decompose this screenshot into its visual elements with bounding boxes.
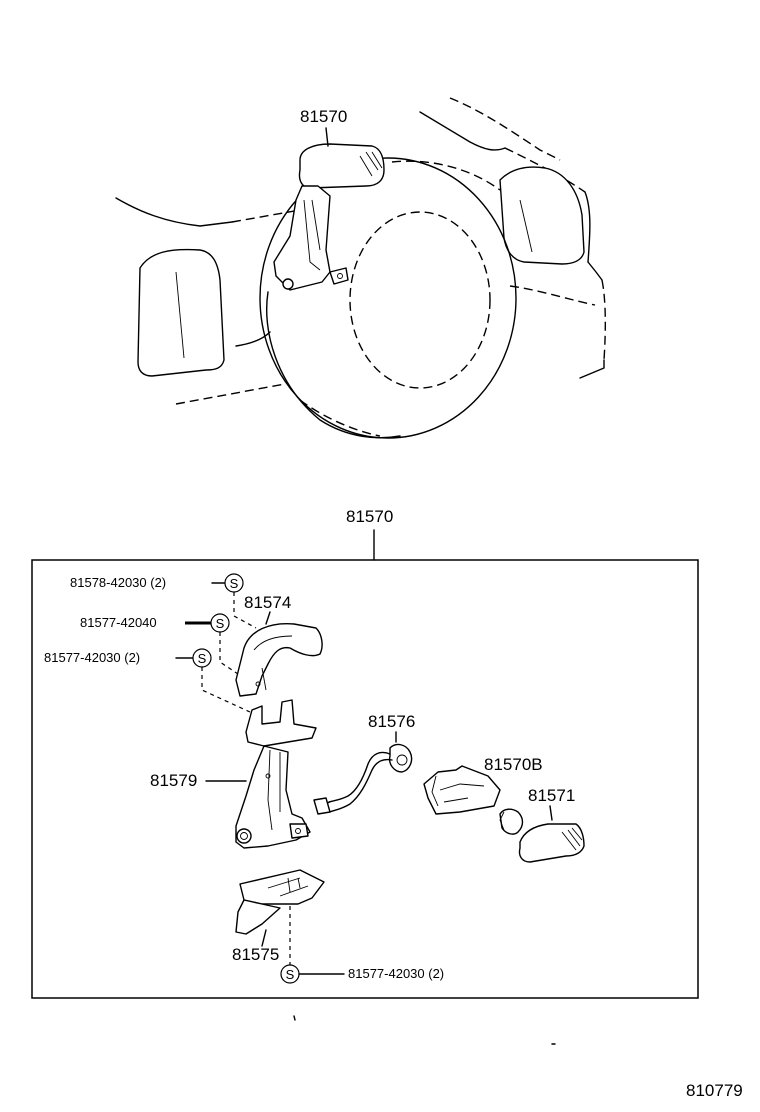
lower-cover-81575 <box>235 869 325 935</box>
assembly-frame <box>31 559 699 999</box>
part-label-81578-42030: 81578-42030 (2) <box>70 575 166 590</box>
screw-symbol-1: S <box>224 573 244 593</box>
part-label-81575: 81575 <box>232 945 279 964</box>
assembly-label: 81570 <box>346 507 393 526</box>
part-label-81570B: 81570B <box>484 755 543 774</box>
overview-assembly-label: 81570 <box>300 107 347 126</box>
part-label-81577-42040: 81577-42040 <box>80 615 157 630</box>
lens-81571 <box>518 823 585 863</box>
cover-81574 <box>235 623 323 697</box>
bulb <box>499 808 524 835</box>
svg-text:S: S <box>198 651 207 666</box>
part-label-81574: 81574 <box>244 593 291 612</box>
bracket-81579 <box>235 699 317 849</box>
socket-wire-81576 <box>313 743 413 815</box>
part-label-81577-42030-bottom: 81577-42030 (2) <box>348 966 444 981</box>
part-label-81576: 81576 <box>368 712 415 731</box>
screw-symbol-3: S <box>192 648 212 668</box>
svg-text:S: S <box>286 967 295 982</box>
part-label-81579: 81579 <box>150 771 197 790</box>
svg-text:S: S <box>216 616 225 631</box>
vehicle-overview-illustration: 81570 <box>115 97 607 439</box>
screw-symbol-4: S <box>280 964 300 984</box>
part-label-81577-42030-top: 81577-42030 (2) <box>44 650 140 665</box>
figure-number: 810779 <box>686 1081 743 1100</box>
housing-81570B <box>423 765 501 815</box>
svg-text:S: S <box>230 576 239 591</box>
screw-symbol-2: S <box>210 613 230 633</box>
part-label-81571: 81571 <box>528 786 575 805</box>
